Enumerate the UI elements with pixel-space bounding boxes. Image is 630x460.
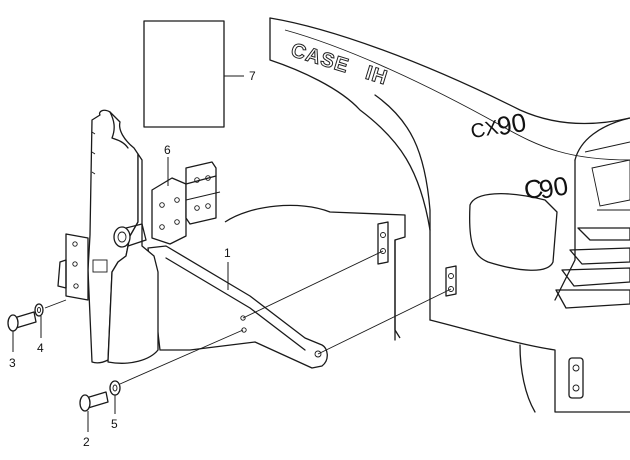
- tractor-hood: CASE IH CX 90 C 90: [269, 17, 630, 413]
- callout-7: 7: [249, 69, 256, 83]
- bolt-2: 2: [79, 391, 109, 449]
- decal-plate-7: 7: [143, 20, 256, 128]
- washer-5: 5: [109, 380, 121, 431]
- model-c-label: C 90: [522, 170, 571, 206]
- grille-slats: [555, 141, 630, 309]
- callout-5: 5: [111, 417, 118, 431]
- model-c-prefix: C: [522, 173, 546, 206]
- callout-3: 3: [9, 356, 16, 370]
- main-bracket-1: 1: [147, 245, 328, 369]
- upright-support: [57, 109, 159, 364]
- callout-2: 2: [83, 435, 90, 449]
- model-cx-text: CX: [469, 117, 500, 143]
- brand-text: CASE: [288, 39, 351, 77]
- model-cx-label: CX 90: [469, 107, 529, 143]
- mounting-plate-6: 6: [151, 143, 217, 245]
- callout-6: 6: [164, 143, 171, 157]
- washer-4: 4: [34, 303, 44, 355]
- model-cx-num: 90: [495, 107, 529, 142]
- bolt-3: 3: [7, 311, 37, 370]
- callout-1: 1: [224, 246, 231, 260]
- model-c-num: 90: [537, 170, 571, 205]
- assembly-guide-lines: [44, 191, 452, 385]
- brand-mark-text: IH: [363, 62, 390, 89]
- callout-4: 4: [37, 341, 44, 355]
- fender-panel: [224, 204, 457, 341]
